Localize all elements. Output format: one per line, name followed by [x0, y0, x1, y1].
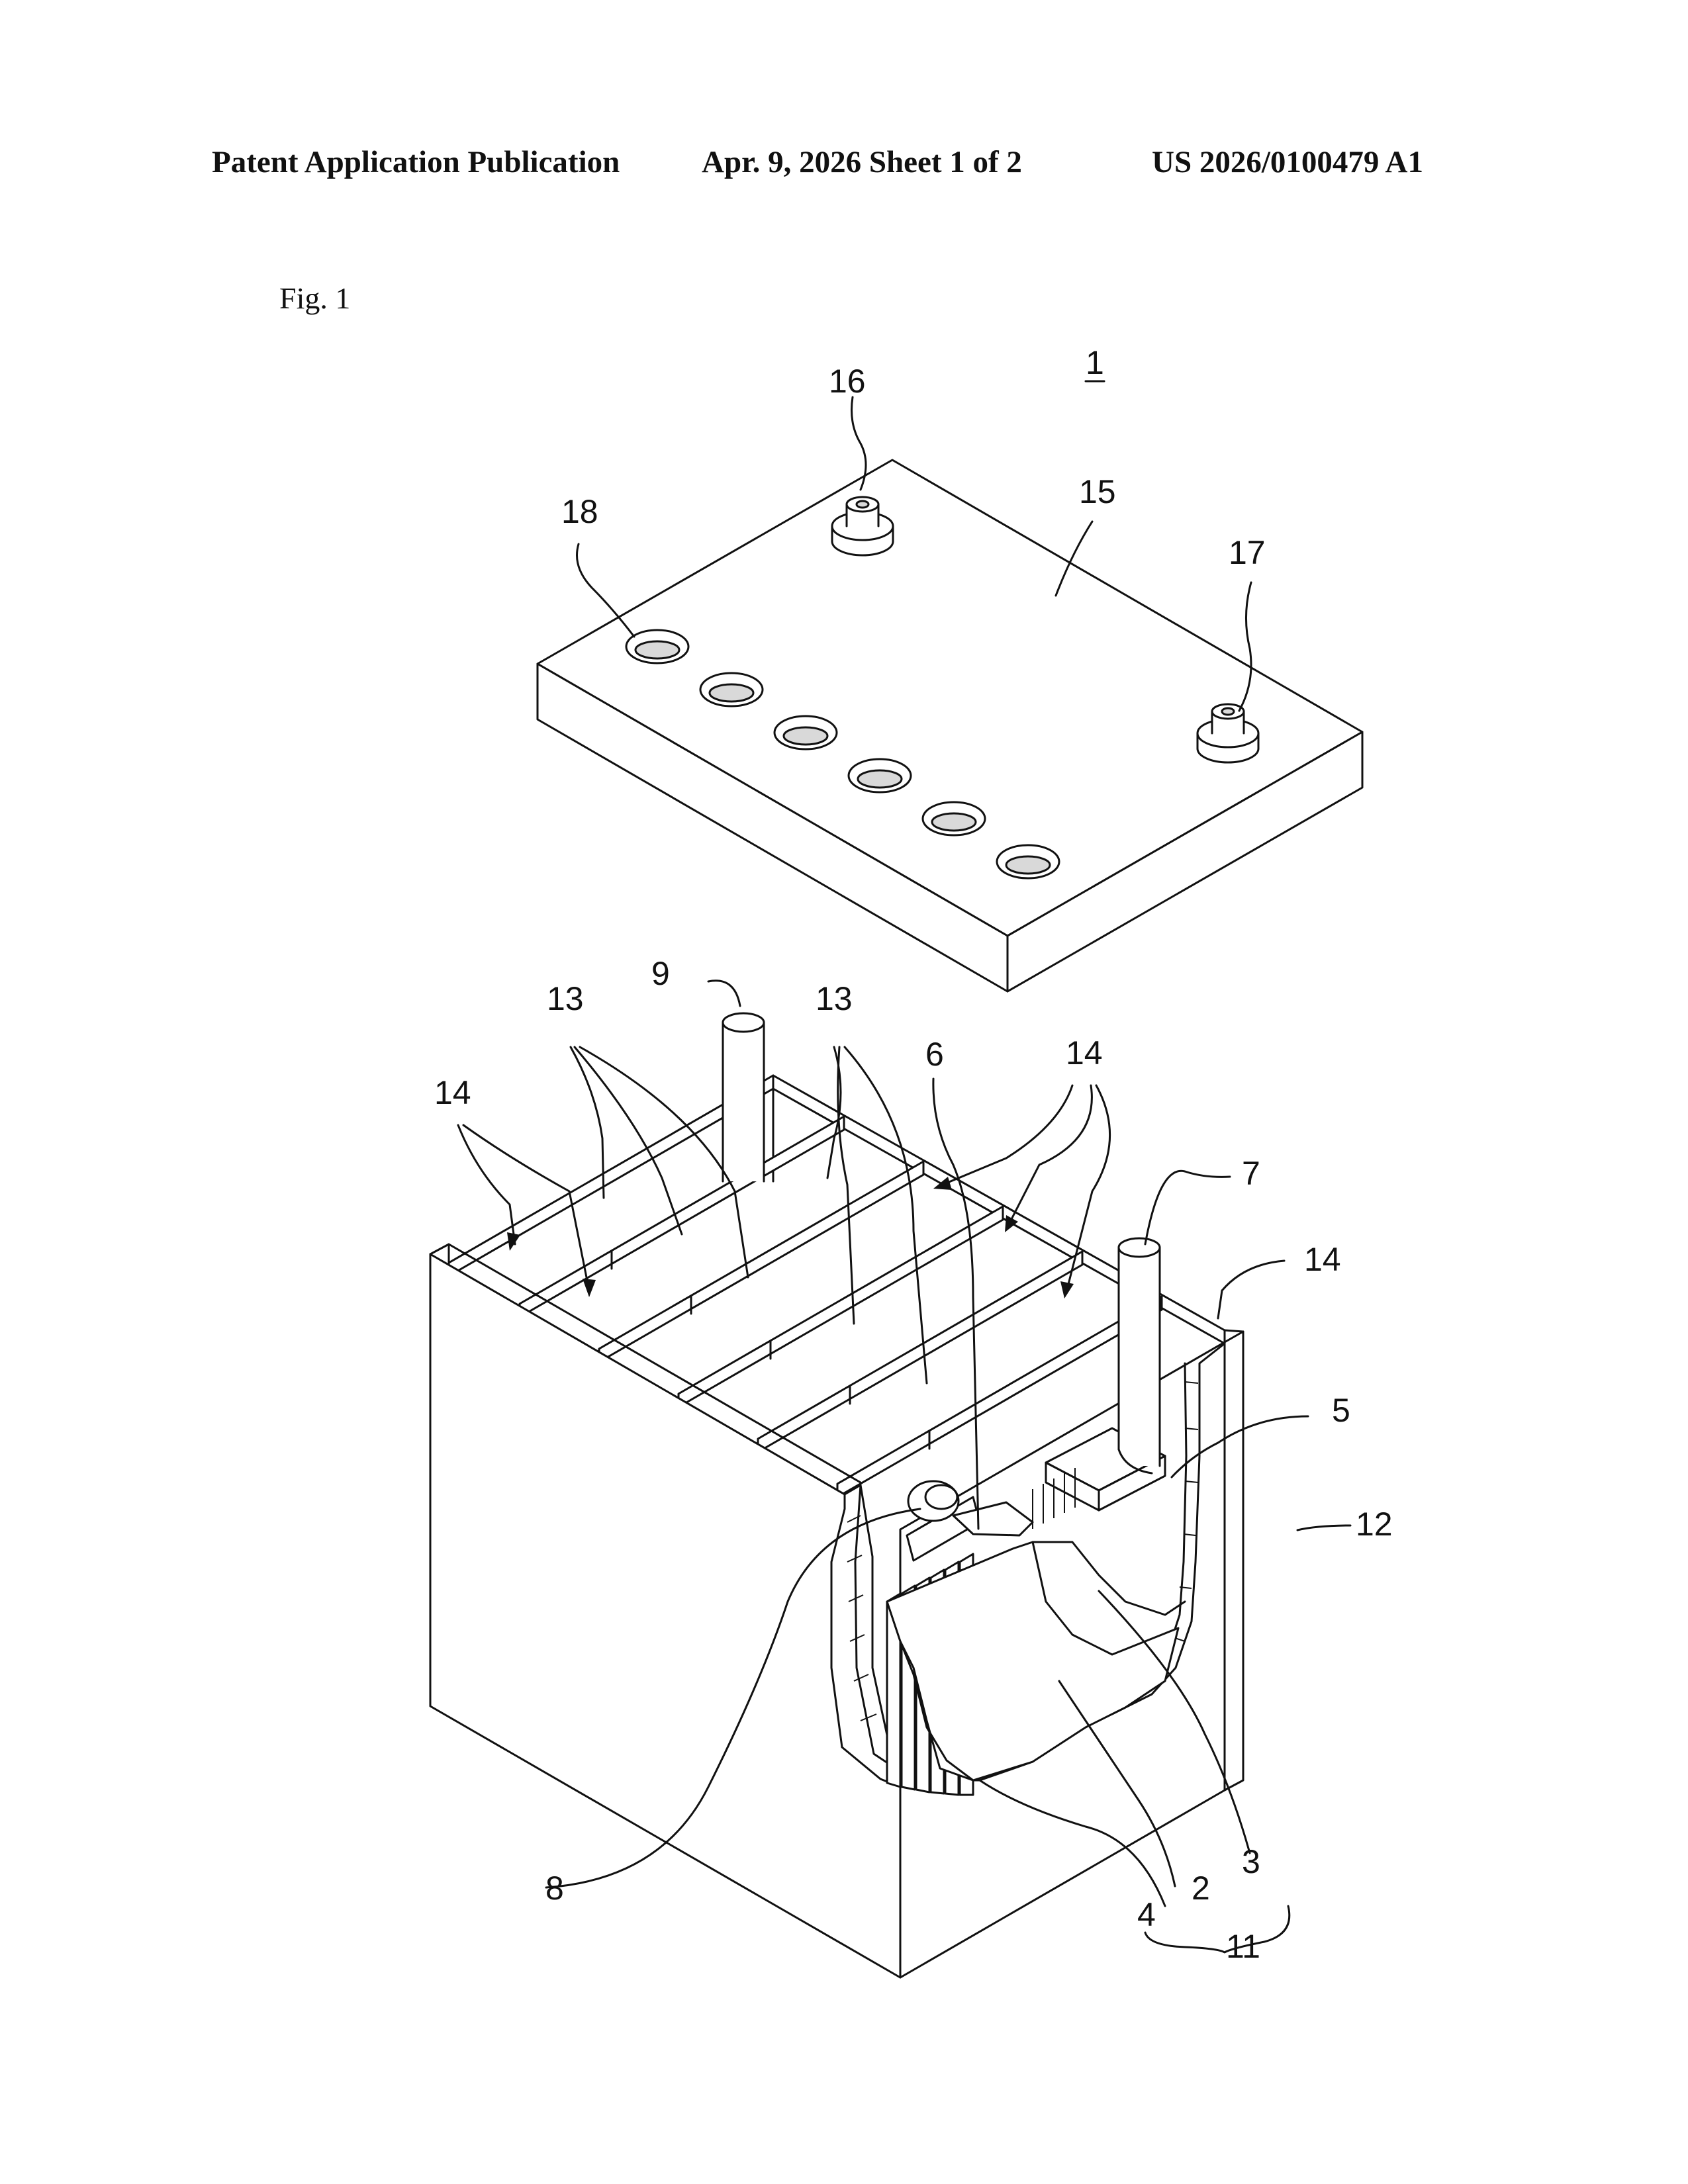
ref-14-top-left: 14: [434, 1074, 471, 1111]
ref-18: 18: [561, 493, 598, 530]
battery-case: [430, 1075, 1243, 1978]
ref-14-right: 14: [1304, 1241, 1341, 1278]
partition: [758, 1251, 1082, 1452]
ref-16: 16: [829, 363, 866, 400]
case-front-face: [430, 1254, 900, 1978]
vent-hole: [626, 630, 688, 663]
ref-5: 5: [1332, 1392, 1350, 1429]
ref-13-right: 13: [816, 980, 853, 1017]
ref-2: 2: [1192, 1870, 1210, 1907]
ref-4: 4: [1137, 1896, 1156, 1933]
ref-7: 7: [1242, 1155, 1260, 1192]
ref-14-top-right: 14: [1066, 1034, 1103, 1071]
vent-hole: [923, 802, 985, 835]
ref-17: 17: [1229, 534, 1266, 571]
vent-hole: [849, 759, 911, 792]
ref-1: 1: [1086, 344, 1104, 381]
ref-9: 9: [651, 955, 670, 992]
ref-3: 3: [1242, 1843, 1260, 1880]
partition: [520, 1116, 844, 1317]
vent-hole: [700, 673, 763, 706]
pole-9: [723, 1013, 764, 1181]
ref-8: 8: [545, 1870, 564, 1907]
lid-top: [538, 460, 1362, 936]
partition: [599, 1161, 923, 1362]
vent-hole: [997, 845, 1059, 878]
arrows-14: [458, 1085, 1110, 1298]
bracket-11: [1145, 1906, 1289, 1952]
ref-13-left: 13: [547, 980, 584, 1017]
pole-7: [1119, 1238, 1160, 1473]
vent-hole: [774, 716, 837, 749]
ref-12: 12: [1356, 1506, 1393, 1543]
partition: [679, 1206, 1003, 1407]
ref-6: 6: [925, 1036, 944, 1073]
ref-15: 15: [1079, 473, 1116, 510]
ref-11: 11: [1226, 1928, 1260, 1965]
